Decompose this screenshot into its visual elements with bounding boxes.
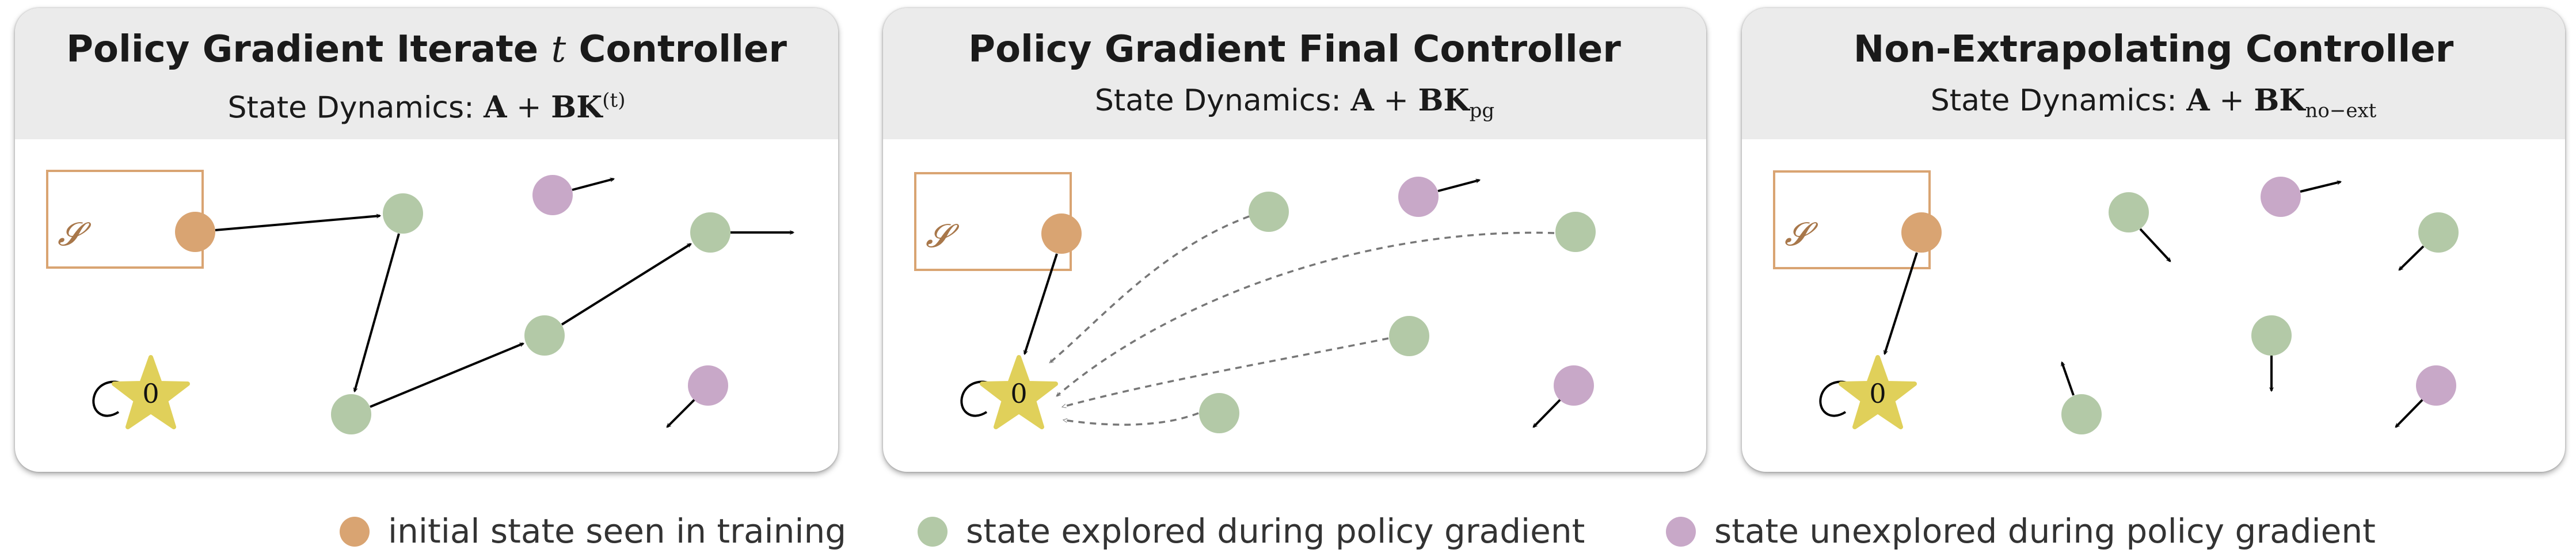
- origin-label: 0: [1010, 378, 1027, 409]
- explored-state-node: [1555, 212, 1596, 252]
- unexplored-state-node: [1554, 365, 1594, 406]
- unexplored-state-node: [688, 365, 728, 406]
- initial-state-node: [1901, 212, 1942, 253]
- extrapolation-arrow: [1049, 215, 1250, 364]
- dynamics-formula: A + BKno−ext: [2186, 83, 2377, 123]
- origin-label: 0: [1869, 378, 1886, 409]
- explored-state-node: [524, 315, 565, 356]
- title-suffix: Controller: [566, 28, 787, 71]
- title-text: Policy Gradient Final Controller: [968, 28, 1621, 71]
- legend-label: state explored during policy gradient: [966, 512, 1585, 551]
- panel-title: Policy Gradient Final Controller: [883, 26, 1706, 73]
- explored-state-node: [690, 212, 730, 253]
- title-text: Policy Gradient Iterate: [66, 28, 551, 71]
- extrapolation-arrow: [1056, 231, 1555, 397]
- set-label: 𝓢: [1784, 216, 1818, 253]
- panel-iterate: Policy Gradient Iterate t Controller Sta…: [15, 8, 838, 472]
- origin-label: 0: [142, 378, 159, 409]
- drift-arrow: [1532, 399, 1561, 428]
- unexplored-state-node: [532, 175, 573, 215]
- unexplored-state-node: [1398, 177, 1439, 217]
- subtitle-label: State Dynamics:: [1930, 83, 2187, 118]
- panel-subtitle: State Dynamics: A + BK(t): [15, 82, 838, 127]
- drift-arrow: [666, 399, 695, 428]
- subtitle-label: State Dynamics:: [1094, 83, 1351, 118]
- drift-arrow: [1437, 178, 1481, 192]
- origin-star: [980, 355, 1058, 429]
- explored-state-node: [1389, 316, 1429, 356]
- explored-state-node: [331, 394, 371, 434]
- drift-arrow: [572, 177, 615, 191]
- extrapolation-arrow: [1061, 337, 1389, 409]
- explored-state-node: [2251, 315, 2292, 356]
- initial-state-dot: [340, 517, 370, 547]
- trajectory-arrow: [353, 233, 400, 393]
- state-diagram: 𝓢 0: [46, 170, 795, 434]
- explored-state-node: [2109, 192, 2149, 232]
- title-text: Non-Extrapolating Controller: [1853, 28, 2454, 71]
- trajectory-arrow: [1023, 253, 1058, 356]
- panel-title: Policy Gradient Iterate t Controller: [15, 26, 838, 73]
- state-diagram: 𝓢 0: [1773, 170, 2459, 434]
- panel-non-extrapolating: Non-Extrapolating Controller State Dynam…: [1742, 8, 2565, 472]
- explored-state-node: [2418, 212, 2459, 253]
- unexplored-state-dot: [1666, 517, 1696, 547]
- panel-header: [1742, 8, 2565, 139]
- trajectory-arrow: [561, 243, 692, 326]
- dynamics-formula: A + BK(t): [484, 89, 626, 125]
- trajectory-arrow: [1883, 252, 1918, 356]
- explored-state-node: [1199, 393, 1239, 433]
- extrapolation-arrow: [1062, 412, 1199, 426]
- panel-header: [15, 8, 838, 139]
- drift-arrow: [2395, 399, 2423, 428]
- origin-star: [1839, 355, 1917, 429]
- legend-label: initial state seen in training: [388, 512, 847, 551]
- panel-header: [883, 8, 1706, 139]
- local-arrow: [2061, 361, 2075, 396]
- trajectory-arrow: [215, 213, 382, 231]
- origin-star: [112, 355, 190, 429]
- panel-title: Non-Extrapolating Controller: [1742, 26, 2565, 73]
- legend: initial state seen in training state exp…: [0, 505, 2576, 557]
- local-arrow: [2398, 245, 2425, 271]
- panel-final: Policy Gradient Final Controller State D…: [883, 8, 1706, 472]
- subtitle-label: State Dynamics:: [227, 90, 484, 125]
- explored-state-dot: [918, 517, 948, 547]
- initial-state-node: [175, 212, 215, 252]
- set-label: 𝓢: [926, 218, 960, 255]
- explored-state-node: [383, 193, 423, 234]
- unexplored-state-node: [2261, 177, 2301, 217]
- panel-subtitle: State Dynamics: A + BKpg: [883, 82, 1706, 129]
- initial-state-node: [1041, 213, 1082, 254]
- unexplored-state-node: [2416, 365, 2456, 406]
- dynamics-formula: A + BKpg: [1350, 83, 1495, 123]
- drift-arrow: [2300, 180, 2342, 193]
- explored-state-node: [1249, 192, 1289, 232]
- explored-state-node: [2061, 394, 2102, 434]
- set-label: 𝓢: [58, 216, 92, 253]
- panel-subtitle: State Dynamics: A + BKno−ext: [1742, 82, 2565, 129]
- local-arrow: [2139, 228, 2171, 262]
- title-variable: t: [551, 28, 566, 71]
- state-diagram: 𝓢 0: [914, 172, 1596, 433]
- trajectory-arrow: [370, 342, 525, 408]
- legend-label: state unexplored during policy gradient: [1714, 512, 2376, 551]
